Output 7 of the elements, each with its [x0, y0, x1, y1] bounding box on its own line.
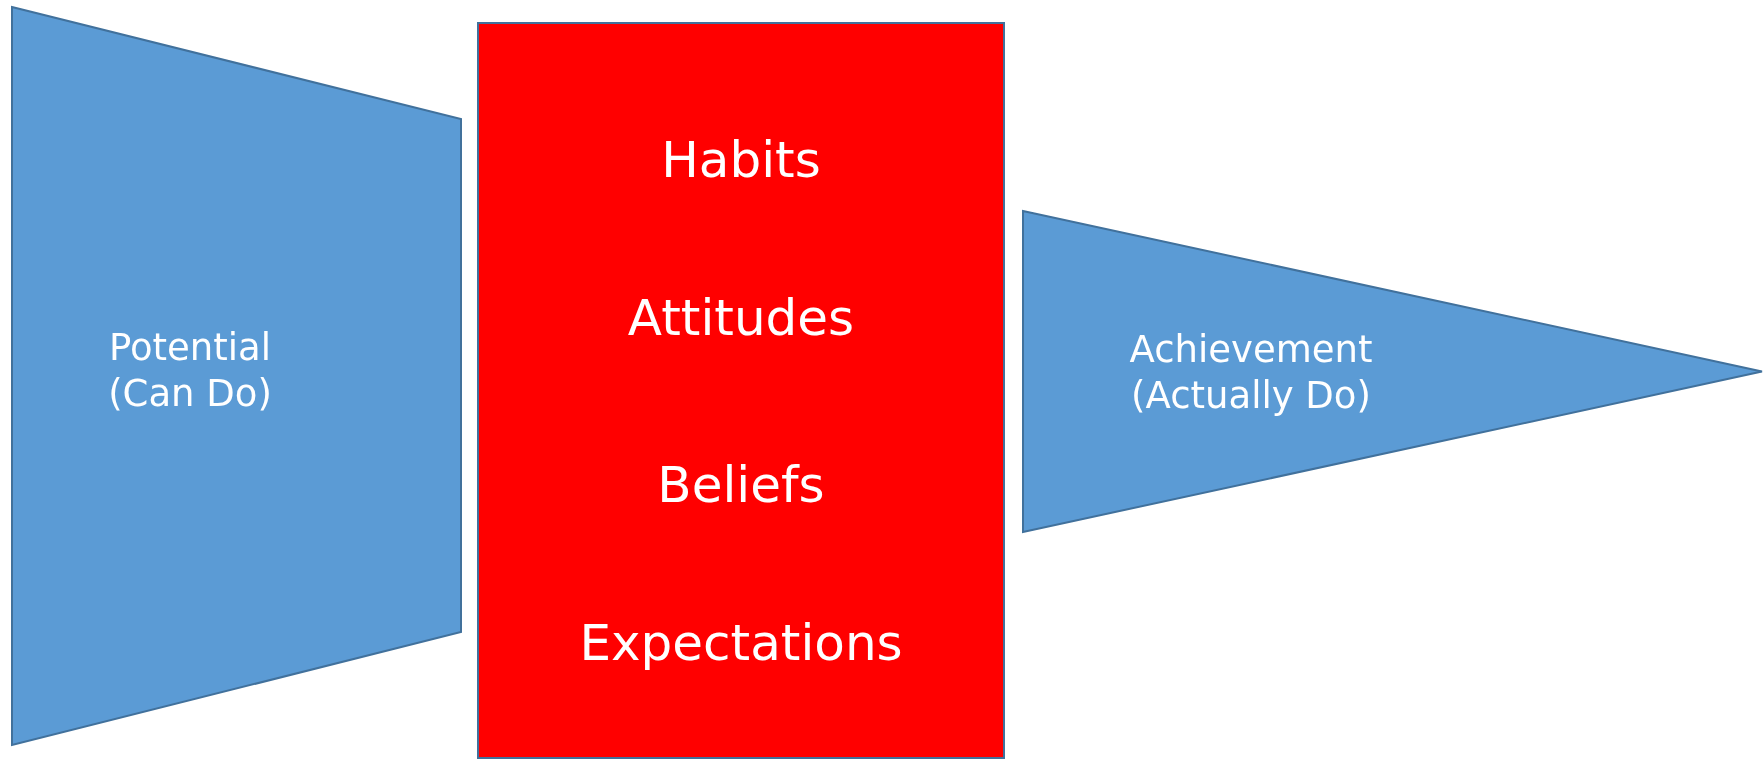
process-box [477, 22, 1005, 759]
node-label: Attitudes [626, 288, 856, 349]
node-label: Habits [660, 130, 822, 191]
node-label: Potential (Can Do) [107, 325, 273, 418]
node-label: Achievement (Actually Do) [1128, 327, 1374, 420]
node-label: Beliefs [656, 455, 826, 516]
node-label: Expectations [578, 613, 904, 674]
